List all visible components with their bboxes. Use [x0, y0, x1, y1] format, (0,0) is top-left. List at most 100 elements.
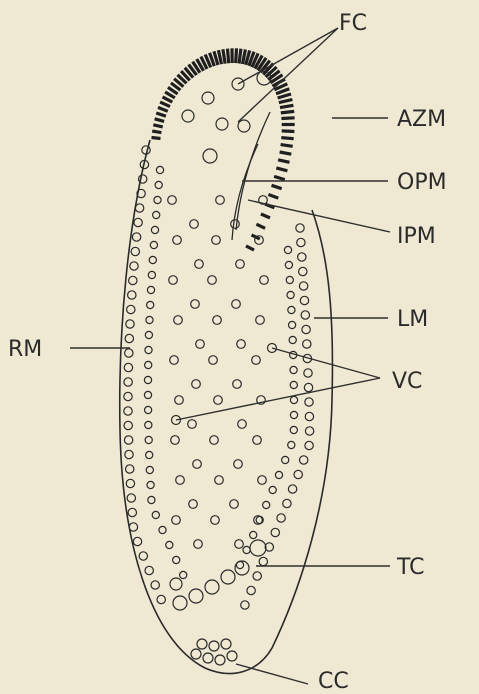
- azm-membranelle: [153, 125, 162, 127]
- right-marginal-cirrus: [147, 286, 154, 293]
- left-marginal-cirrus: [289, 321, 296, 328]
- transverse-cirrus: [189, 589, 203, 603]
- right-marginal-cirrus: [139, 552, 147, 560]
- ventral-cirrus: [212, 236, 221, 245]
- ventral-cirrus: [256, 316, 265, 325]
- right-marginal-cirrus: [144, 391, 151, 398]
- left-marginal-cirrus: [305, 441, 313, 449]
- caudal-cirrus: [215, 655, 225, 665]
- left-marginal-cirrus: [287, 291, 294, 298]
- ventral-cirrus: [236, 260, 245, 269]
- ventral-cirrus: [169, 276, 178, 285]
- left-marginal-cirrus: [303, 340, 311, 348]
- right-marginal-cirrus: [144, 376, 151, 383]
- caudal-cirrus: [191, 649, 201, 659]
- transverse-cirrus: [173, 596, 187, 610]
- frontal-cirrus: [202, 92, 214, 104]
- azm-membranelle: [236, 48, 237, 63]
- ventral-cirrus: [216, 196, 225, 205]
- left-marginal-cirrus: [288, 485, 296, 493]
- left-marginal-cirrus: [302, 325, 310, 333]
- ventral-cirrus: [168, 196, 177, 205]
- ventral-cirrus: [238, 420, 247, 429]
- frontal-cirrus: [203, 149, 217, 163]
- ventral-cirrus: [195, 260, 204, 269]
- label-rm: RM: [8, 337, 42, 362]
- right-marginal-cirrus: [125, 450, 133, 458]
- right-marginal-cirrus: [156, 166, 163, 173]
- azm-membranelle: [276, 168, 287, 171]
- ventral-cirrus: [260, 276, 269, 285]
- left-marginal-cirrus: [243, 546, 250, 553]
- left-marginal-cirrus: [297, 238, 305, 246]
- ventral-cirrus: [188, 420, 197, 429]
- right-marginal-cirrus: [124, 363, 132, 371]
- ventral-cirrus: [191, 300, 200, 309]
- left-marginal-cirrus: [277, 514, 285, 522]
- azm-membranelle: [256, 224, 265, 228]
- right-marginal-cirrus: [129, 523, 137, 531]
- left-marginal-cirrus: [250, 531, 257, 538]
- left-marginal-cirrus: [290, 411, 297, 418]
- transverse-cirrus: [221, 570, 235, 584]
- left-marginal-cirrus: [301, 311, 309, 319]
- ventral-cirrus: [174, 316, 183, 325]
- left-marginal-cirrus: [263, 501, 270, 508]
- left-marginal-cirrus: [241, 601, 249, 609]
- ventral-cirrus: [175, 396, 184, 405]
- azm-membranelle: [281, 145, 293, 147]
- right-marginal-cirrus: [124, 378, 132, 386]
- right-marginal-cirrus: [159, 526, 166, 533]
- right-marginal-cirrus: [124, 436, 132, 444]
- left-marginal-cirrus: [298, 253, 306, 261]
- right-marginal-cirrus: [146, 451, 153, 458]
- caudal-cirrus: [221, 639, 231, 649]
- left-marginal-cirrus: [253, 572, 261, 580]
- right-marginal-cirrus: [135, 204, 143, 212]
- cell-outline: [120, 140, 333, 674]
- left-marginal-cirrus: [290, 381, 297, 388]
- ventral-cirrus: [211, 516, 220, 525]
- azm-membranelle: [218, 50, 221, 64]
- transverse-cirrus: [205, 580, 219, 594]
- ventral-cirrus: [196, 340, 205, 349]
- left-marginal-cirrus: [285, 261, 292, 268]
- right-marginal-cirrus: [157, 595, 165, 603]
- right-marginal-cirrus: [145, 346, 152, 353]
- frontal-cirrus: [216, 118, 228, 130]
- ventral-cirrus: [258, 476, 267, 485]
- right-marginal-cirrus: [124, 407, 132, 415]
- left-marginal-cirrus: [305, 427, 313, 435]
- right-marginal-cirrus: [151, 226, 158, 233]
- azm-membranelle: [282, 131, 295, 132]
- left-marginal-cirrus: [304, 369, 312, 377]
- azm-membranelle: [268, 195, 278, 199]
- azm-membranelle: [274, 176, 285, 179]
- left-marginal-cirrus: [299, 267, 307, 275]
- azm-membranelle: [223, 49, 225, 63]
- ventral-cirrus: [208, 276, 217, 285]
- left-marginal-cirrus: [286, 276, 293, 283]
- left-marginal-cirrus: [294, 470, 302, 478]
- right-marginal-cirrus: [147, 301, 154, 308]
- right-marginal-cirrus: [134, 218, 142, 226]
- left-marginal-cirrus: [247, 586, 255, 594]
- right-marginal-cirrus: [126, 465, 134, 473]
- left-marginal-cirrus: [296, 224, 304, 232]
- left-marginal-cirrus: [300, 296, 308, 304]
- right-marginal-cirrus: [146, 466, 153, 473]
- label-opm: OPM: [397, 170, 447, 195]
- left-marginal-cirrus: [282, 456, 289, 463]
- cc-leader: [236, 664, 308, 684]
- vc-leader-1: [272, 348, 380, 378]
- ventral-cirrus: [233, 380, 242, 389]
- left-marginal-cirrus: [271, 528, 279, 536]
- right-marginal-cirrus: [131, 247, 139, 255]
- azm-membranelle: [281, 118, 294, 119]
- right-marginal-cirrus: [166, 541, 173, 548]
- right-marginal-cirrus: [126, 320, 134, 328]
- label-tc: TC: [396, 555, 425, 580]
- right-marginal-cirrus: [148, 271, 155, 278]
- right-marginal-cirrus: [145, 421, 152, 428]
- azm-membranelle: [228, 49, 229, 64]
